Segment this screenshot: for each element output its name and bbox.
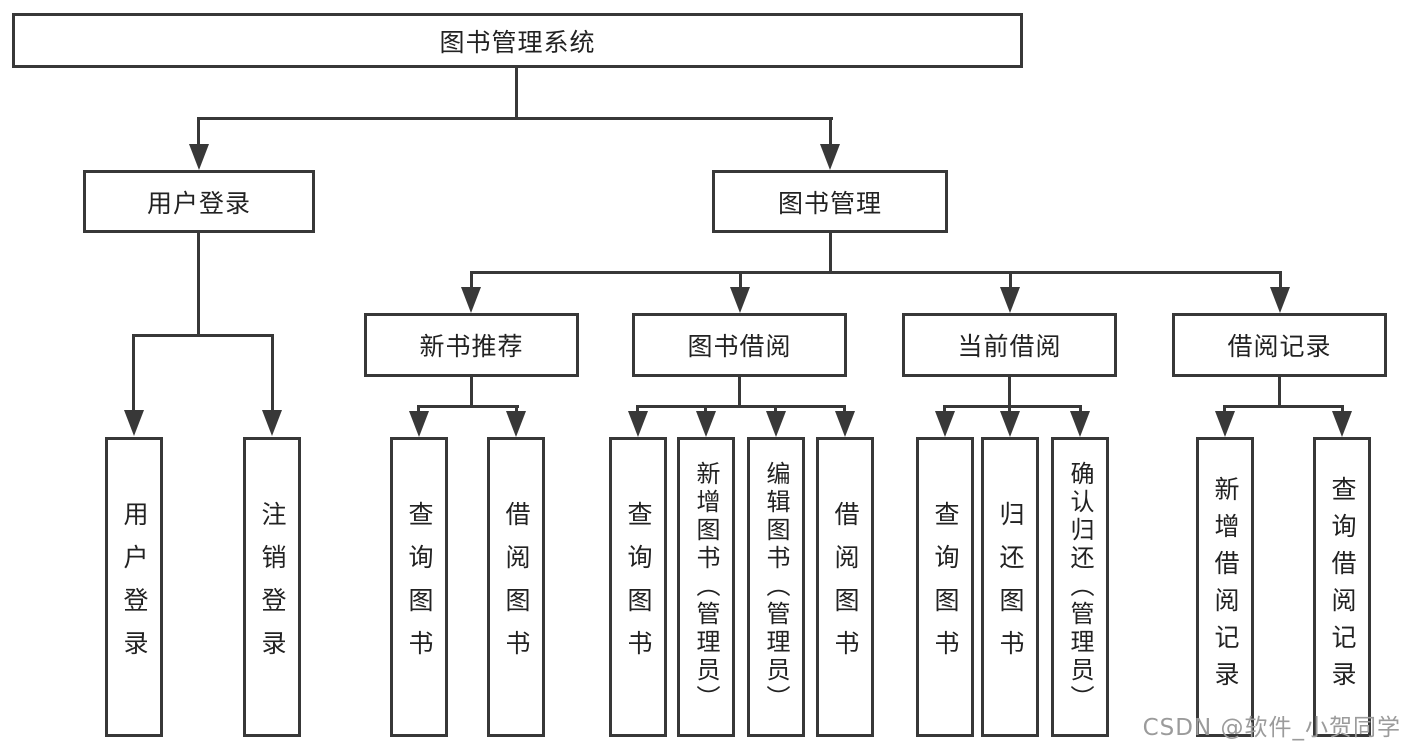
connector-line [470,271,473,290]
connector-line [271,334,274,412]
arrowhead-icon [935,411,955,437]
arrowhead-icon [262,410,282,436]
connector-line [515,68,518,118]
arrowhead-icon [730,287,750,313]
leaf-return-books: 归还图书 [981,437,1039,737]
connector-line [1008,377,1011,408]
arrowhead-icon [1070,411,1090,437]
connector-line [829,117,832,146]
connector-line [1223,405,1226,415]
arrowhead-icon [766,411,786,437]
arrowhead-icon [1215,411,1235,437]
leaf-current-query-books: 查询图书 [916,437,974,737]
connector-line [1009,271,1012,290]
connector-line [1341,405,1344,415]
arrowhead-icon [820,144,840,170]
node-current-borrowing-label: 当前借阅 [957,332,1062,361]
arrowhead-icon [189,144,209,170]
leaf-recommend-query-books: 查询图书 [390,437,448,737]
leaf-edit-books-admin: 编辑图书（管理员） [747,437,805,737]
connector-line [1278,377,1281,408]
connector-line [636,405,639,415]
connector-line [197,233,200,336]
leaf-logout: 注销登录 [243,437,301,737]
connector-line [197,117,833,120]
node-library-system: 图书管理系统 [12,13,1023,68]
arrowhead-icon [1000,287,1020,313]
connector-line [1079,405,1082,415]
connector-line [943,405,1082,408]
connector-line [1223,405,1344,408]
node-current-borrowing: 当前借阅 [902,313,1117,377]
leaf-query-borrow-record: 查询借阅记录 [1313,437,1371,737]
leaf-borrowing-query-books: 查询图书 [609,437,667,737]
arrowhead-icon [1270,287,1290,313]
arrowhead-icon [628,411,648,437]
connector-line [132,334,135,412]
arrowhead-icon [506,411,526,437]
node-book-borrowing-label: 图书借阅 [687,332,792,361]
connector-line [1279,271,1282,290]
connector-line [417,405,420,415]
node-user-login: 用户登录 [83,170,315,233]
arrowhead-icon [124,410,144,436]
node-book-borrowing: 图书借阅 [632,313,847,377]
arrowhead-icon [696,411,716,437]
leaf-recommend-borrow-books: 借阅图书 [487,437,545,737]
connector-line [738,377,741,408]
connector-line [829,233,832,274]
connector-line [739,271,742,290]
node-new-book-recommend-label: 新书推荐 [419,332,524,361]
leaf-add-borrow-record: 新增借阅记录 [1196,437,1254,737]
connector-line [197,117,200,146]
connector-line [417,405,519,408]
arrowhead-icon [1332,411,1352,437]
leaf-confirm-return-admin: 确认归还（管理员） [1051,437,1109,737]
arrowhead-icon [1000,411,1020,437]
node-user-login-label: 用户登录 [146,188,251,218]
node-library-system-label: 图书管理系统 [439,27,596,57]
leaf-borrowing-borrow-books: 借阅图书 [816,437,874,737]
connector-line [470,377,473,408]
node-borrowing-records-label: 借阅记录 [1227,332,1332,361]
leaf-add-books-admin: 新增图书（管理员） [677,437,735,737]
connector-line [515,405,518,415]
connector-line [843,405,846,415]
node-book-management-label: 图书管理 [777,188,882,218]
node-new-book-recommend: 新书推荐 [364,313,579,377]
connector-line [943,405,946,415]
arrowhead-icon [409,411,429,437]
arrowhead-icon [835,411,855,437]
arrowhead-icon [461,287,481,313]
node-borrowing-records: 借阅记录 [1172,313,1387,377]
leaf-user-login: 用户登录 [105,437,163,737]
connector-line [636,405,846,408]
node-book-management: 图书管理 [712,170,948,233]
connector-line [704,405,707,415]
connector-line [470,271,1282,274]
connector-line [1008,405,1011,415]
connector-line [132,334,274,337]
connector-line [774,405,777,415]
csdn-watermark: CSDN @软件_小贺同学 [1142,715,1401,741]
